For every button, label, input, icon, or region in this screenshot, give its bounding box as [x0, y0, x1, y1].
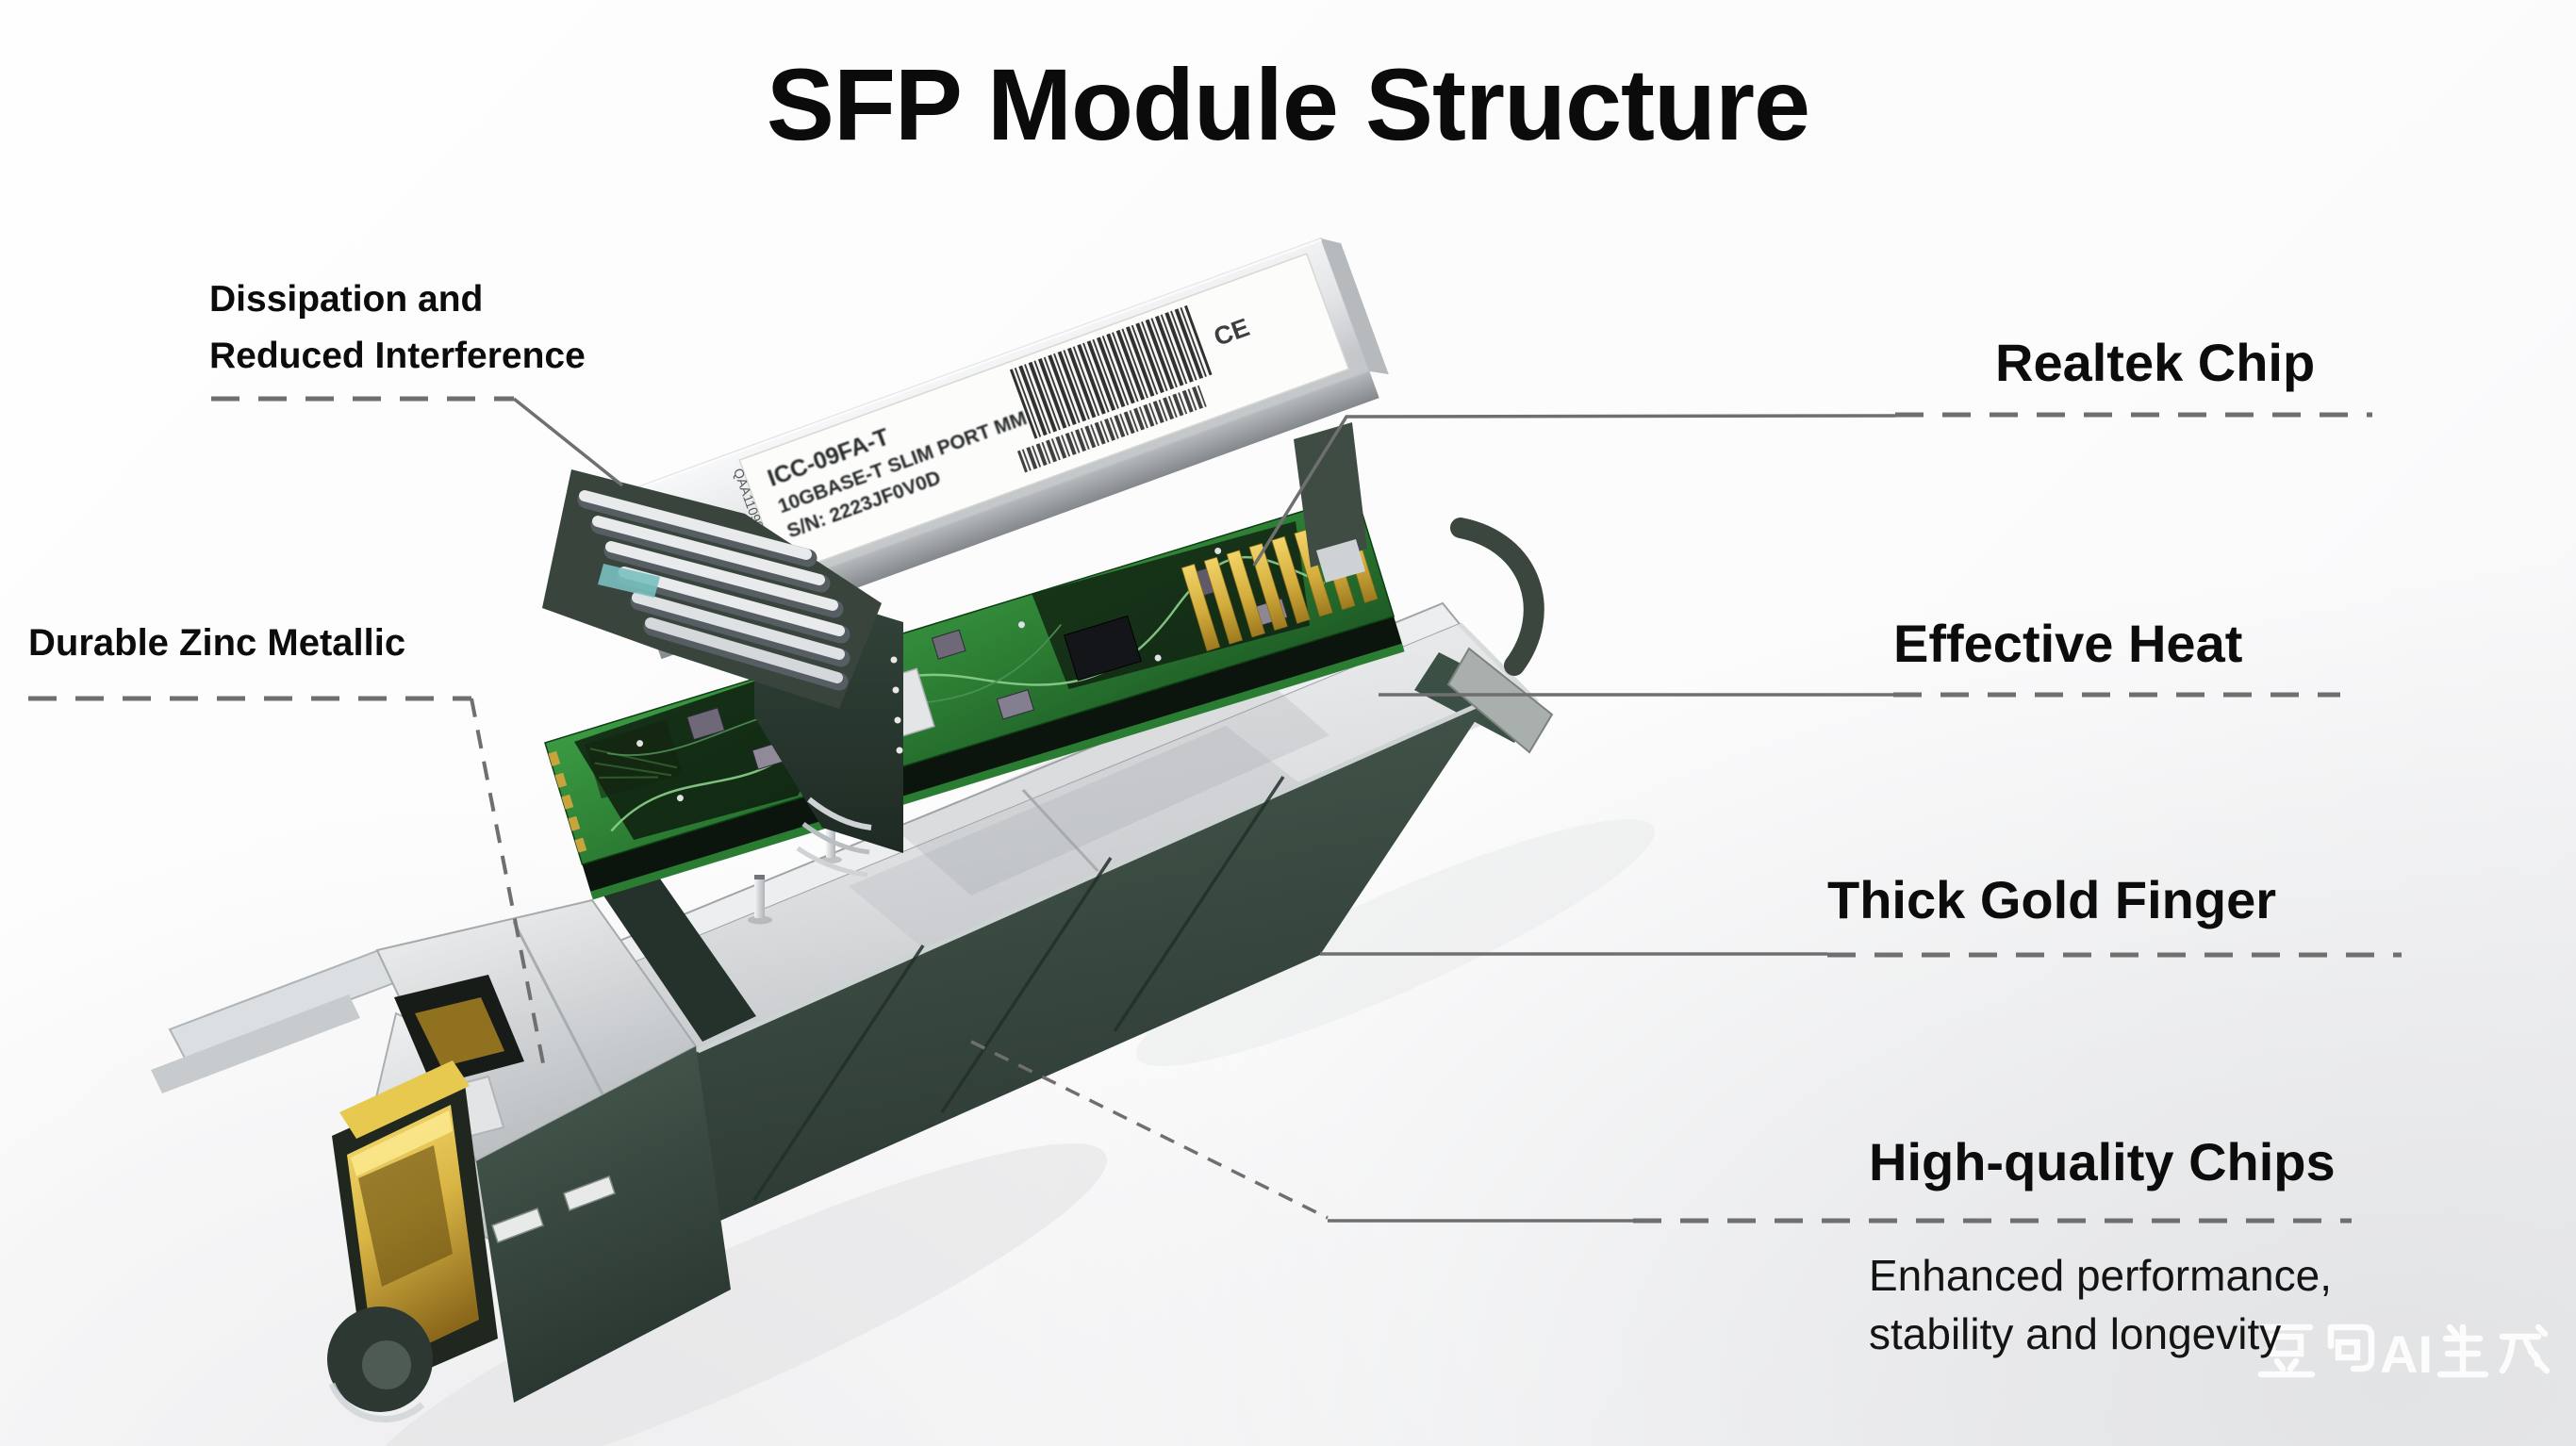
watermark-char-dou — [2257, 1323, 2316, 1378]
callout-effective-heat: Effective Heat — [1893, 614, 2243, 673]
watermark-char-bao — [2327, 1323, 2375, 1372]
gold-fingers — [1181, 515, 1379, 651]
rj45-front-block — [151, 872, 756, 1423]
leader-line-chips — [970, 1040, 2352, 1224]
ai-watermark: AI — [2257, 1323, 2551, 1384]
collar-teal-detail — [598, 564, 660, 598]
leader-line-gold-finger — [1320, 952, 2402, 958]
watermark-ai-text: AI — [2380, 1324, 2433, 1384]
hinge-roller — [327, 1306, 433, 1423]
page-title: SFP Module Structure — [766, 47, 1810, 161]
callout-zinc-metallic: Durable Zinc Metallic — [28, 622, 406, 664]
watermark-char-cheng — [2499, 1323, 2551, 1374]
sticker-barcode — [1009, 304, 1213, 439]
ground-shadows — [364, 819, 1655, 1446]
cover-sticker: ICC-09FA-T 10GBASE-T SLIM PORT MM S/N: 2… — [731, 253, 1350, 577]
leader-line-zinc — [28, 696, 546, 1069]
callout-chips-desc-line1: Enhanced performance, — [1869, 1251, 2332, 1300]
leader-line-dissipation — [211, 396, 624, 487]
bail-latch-wire — [1446, 518, 1554, 754]
pcb-edge-pads — [548, 750, 587, 853]
sticker-barcode-small — [1016, 385, 1207, 473]
leader-line-realtek — [1252, 412, 2372, 567]
callout-high-quality-chips: High-quality Chips — [1869, 1132, 2336, 1191]
watermark-char-sheng — [2436, 1323, 2489, 1378]
callout-chips-desc-line2: stability and longevity — [1869, 1309, 2282, 1358]
sfp-pcb — [544, 493, 1405, 900]
callout-dissipation: Dissipation and Reduced Interference — [209, 271, 586, 385]
callout-dissipation-line1: Dissipation and — [209, 279, 484, 320]
emi-shield-fingers — [542, 469, 882, 709]
housing-guide-pin — [748, 875, 772, 925]
callout-dissipation-line2: Reduced Interference — [209, 336, 586, 376]
callout-realtek-chip: Realtek Chip — [1995, 333, 2316, 392]
callout-thick-gold-finger: Thick Gold Finger — [1827, 870, 2277, 929]
cover-latch — [1294, 422, 1367, 583]
